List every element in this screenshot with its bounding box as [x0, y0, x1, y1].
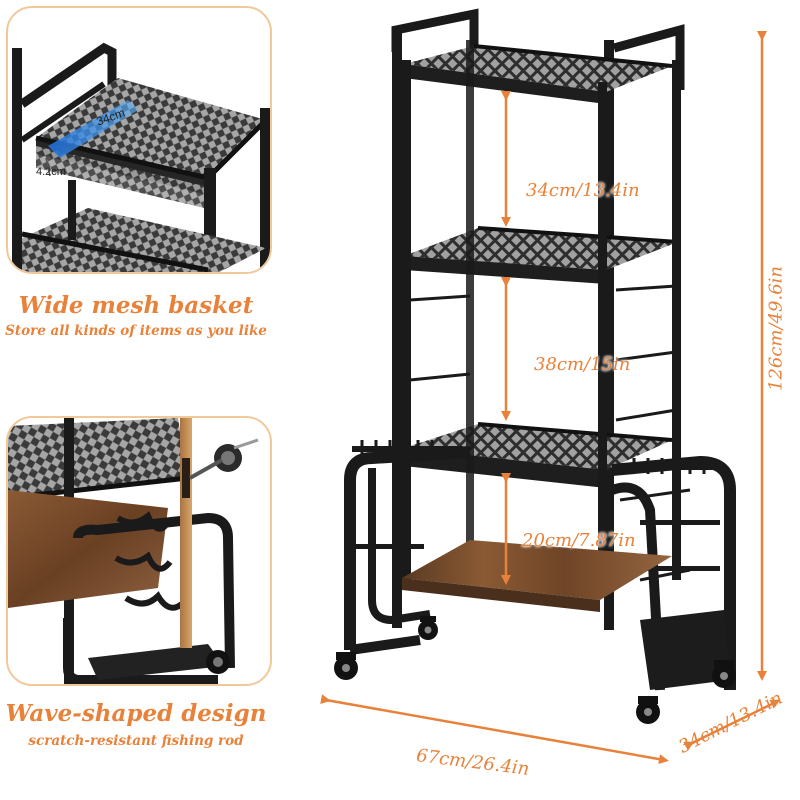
wave-design-title: Wave-shaped design: [5, 700, 267, 727]
mesh-basket-inset: 34cm 4.2cm: [6, 6, 272, 274]
rod-holder-illustration: [8, 418, 259, 684]
mesh-basket-subtitle: Store all kinds of items as you like: [5, 323, 267, 339]
shelf-gap-2-label: 38cm/15in: [534, 354, 631, 375]
shelf-gap-3-label: 20cm/7.87in: [522, 530, 636, 551]
total-height-label: 126cm/49.6in: [765, 266, 787, 391]
mesh-basket-illustration: [12, 42, 270, 272]
basket-depth-label: 4.2cm: [36, 166, 66, 178]
wave-design-subtitle: scratch-resistant fishing rod: [28, 733, 244, 749]
shelf-gap-1-label: 34cm/13.4in: [526, 180, 640, 201]
mesh-basket-title: Wide mesh basket: [18, 292, 254, 319]
rod-holder-inset: [6, 416, 272, 686]
rack-illustration: [320, 8, 781, 765]
